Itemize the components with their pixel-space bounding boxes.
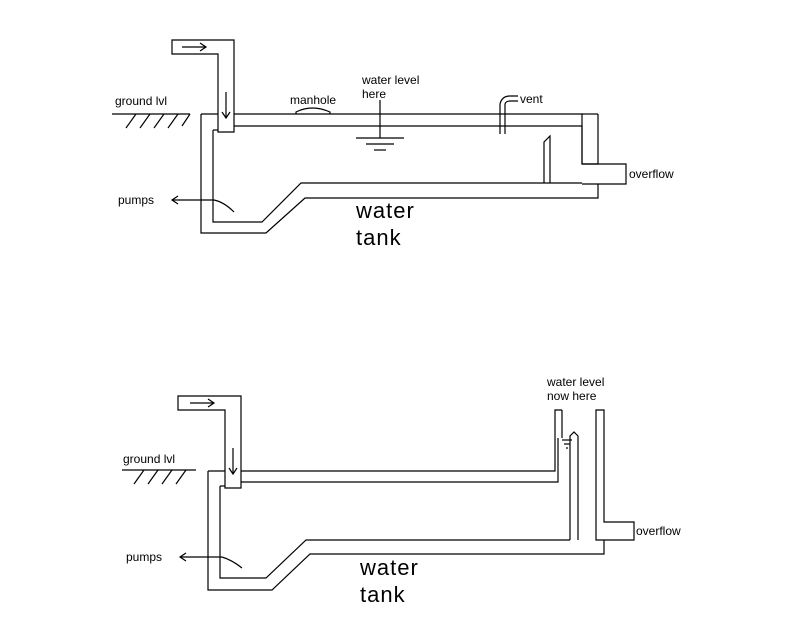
top-overflow-label: overflow (629, 167, 674, 181)
bottom-pumps-label: pumps (126, 550, 162, 564)
bottom-tank-walls (207, 409, 605, 591)
top-water-level-symbol (356, 100, 404, 151)
bottom-water-level-label-1: water level (546, 375, 604, 389)
top-ground-hatch (112, 113, 191, 129)
bottom-pumps-arrow (178, 552, 222, 562)
top-inlet-pipe (171, 39, 235, 133)
top-manhole (295, 107, 331, 114)
bottom-tank-label-2: tank (360, 582, 406, 607)
bottom-inlet-pipe (177, 395, 242, 489)
top-manhole-label: manhole (290, 93, 336, 107)
top-tank-walls (200, 113, 599, 234)
bottom-flow-arrow-right (190, 398, 216, 408)
top-water-level-label-1: water level (361, 73, 419, 87)
top-water-level-label-2: here (362, 87, 386, 101)
bottom-ground-hatch (122, 469, 196, 485)
top-ground-label: ground lvl (115, 94, 167, 108)
top-tank-label-1: water (355, 198, 415, 223)
bottom-riser (561, 410, 579, 540)
top-pumps-label: pumps (118, 193, 154, 207)
top-flow-arrow-down (221, 92, 231, 120)
top-pump-line (213, 199, 235, 213)
bottom-ground-label: ground lvl (123, 452, 175, 466)
top-vent (499, 95, 518, 134)
bottom-tank-label-1: water (359, 555, 419, 580)
top-vent-label: vent (520, 92, 543, 106)
bottom-flow-arrow-down (228, 448, 238, 476)
top-baffle (543, 134, 551, 183)
bottom-overflow-label: overflow (636, 524, 681, 538)
bottom-pump-line (221, 556, 243, 569)
top-tank-label-2: tank (356, 225, 402, 250)
bottom-water-level-symbol (562, 439, 572, 449)
bottom-overflow-pipe (595, 409, 635, 541)
bottom-water-level-label-2: now here (547, 389, 597, 403)
top-overflow-pipe (582, 163, 627, 185)
top-flow-arrow-right (182, 42, 208, 52)
top-pumps-arrow (170, 195, 214, 205)
top-diagram: ground lvl overflow manhole water (112, 39, 674, 250)
bottom-diagram: ground lvl water level now here overflow (122, 375, 681, 607)
